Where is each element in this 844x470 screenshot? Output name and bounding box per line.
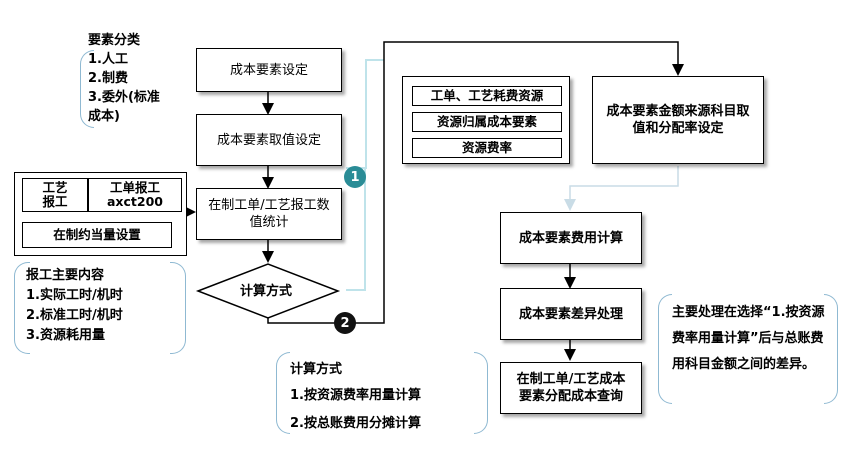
step-element-value-setting[interactable]: 成本要素取值设定 bbox=[196, 114, 342, 166]
report-contents-item: 1.实际工时/机时 bbox=[26, 288, 123, 303]
report-contents-bracket-right bbox=[170, 262, 186, 354]
step-wip-statistics[interactable]: 在制工单/工艺报工数值统计 bbox=[196, 188, 342, 240]
element-type-item: 成本) bbox=[88, 109, 120, 124]
report-contents-title: 报工主要内容 bbox=[26, 268, 105, 283]
decision-diamond bbox=[195, 263, 341, 319]
step-badge-2: 2 bbox=[334, 312, 356, 334]
teal-feedback-line bbox=[346, 59, 384, 169]
calc-methods-bracket-left bbox=[276, 352, 290, 434]
resource-cell-consumption[interactable]: 工单、工艺耗费资源 bbox=[412, 86, 562, 106]
cell-wo-report[interactable]: 工单报工 axct200 bbox=[88, 178, 182, 212]
calc-method-item: 1.按资源费率用量计算 bbox=[290, 388, 421, 403]
diff-note-text: 主要处理在选择“1.按资源费率用量计算”后与总账费用科目金额之间的差异。 bbox=[672, 305, 825, 372]
diff-note-bracket-left bbox=[658, 294, 672, 404]
element-type-item: 2.制费 bbox=[88, 71, 128, 86]
step-badge-1: 1 bbox=[344, 166, 366, 188]
resource-cell-rate[interactable]: 资源费率 bbox=[412, 138, 562, 158]
teal-feedback-line-2 bbox=[346, 168, 366, 291]
cell-process-report[interactable]: 工艺报工 bbox=[22, 178, 88, 212]
calc-methods-title: 计算方式 bbox=[290, 362, 343, 377]
arrow-decision-source bbox=[267, 41, 684, 324]
step-diff-process[interactable]: 成本要素差异处理 bbox=[500, 288, 642, 340]
arrow-source-fee bbox=[564, 166, 679, 211]
step-source-setting[interactable]: 成本要素金额来源科目取值和分配率设定 bbox=[592, 76, 764, 164]
step-element-setting[interactable]: 成本要素设定 bbox=[196, 48, 342, 92]
element-type-item: 1.人工 bbox=[88, 52, 128, 67]
cell-equivalent-setting[interactable]: 在制约当量设置 bbox=[22, 222, 172, 248]
calc-methods-bracket-right bbox=[474, 352, 488, 434]
report-contents-item: 2.标准工时/机时 bbox=[26, 308, 123, 323]
element-type-item: 3.委外(标准 bbox=[88, 90, 160, 105]
calc-method-item: 2.按总账费用分摊计算 bbox=[290, 416, 421, 431]
report-contents-item: 3.资源耗用量 bbox=[26, 328, 105, 343]
element-types-label: 要素分类 bbox=[88, 33, 141, 48]
resource-cell-element[interactable]: 资源归属成本要素 bbox=[412, 112, 562, 132]
step-cost-query[interactable]: 在制工单/工艺成本要素分配成本查询 bbox=[500, 362, 642, 414]
decision-label: 计算方式 bbox=[240, 284, 293, 299]
step-fee-calc[interactable]: 成本要素费用计算 bbox=[500, 212, 642, 264]
